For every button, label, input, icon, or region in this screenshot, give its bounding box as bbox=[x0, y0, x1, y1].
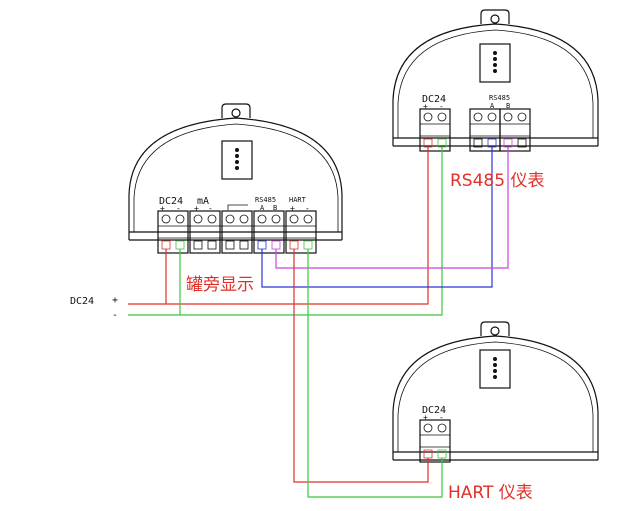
wire-hart-negative bbox=[307, 249, 443, 498]
connector-plug bbox=[479, 43, 511, 83]
terminal-spare bbox=[221, 210, 253, 254]
svg-text:+: + bbox=[194, 204, 199, 213]
connector-plug bbox=[479, 349, 511, 389]
terminal-blocks bbox=[419, 108, 531, 152]
svg-text:-: - bbox=[208, 204, 213, 213]
tank-display-label: 罐旁显示 bbox=[186, 275, 254, 295]
rs485-meter-label: RS485 仪表 bbox=[450, 171, 544, 191]
mounting-hole bbox=[231, 108, 241, 118]
label-a: A bbox=[490, 102, 495, 110]
wire-rs485-a bbox=[261, 147, 493, 288]
label-dc24: DC24 bbox=[422, 405, 446, 416]
label-dc24: DC24 bbox=[422, 94, 446, 105]
terminal-hart bbox=[285, 210, 317, 254]
hart-meter-label: HART 仪表 bbox=[448, 483, 533, 503]
power-plus: + bbox=[112, 295, 118, 306]
tank-display-terminal-labels: DC24 mA RS485 HART + - + - A B + - bbox=[159, 196, 310, 213]
svg-text:-: - bbox=[439, 102, 444, 111]
svg-text:-: - bbox=[439, 413, 444, 422]
mounting-tab bbox=[221, 103, 251, 118]
svg-text:+: + bbox=[423, 413, 428, 422]
label-rs485: RS485 bbox=[255, 196, 276, 204]
wire-power-positive-rs485 bbox=[166, 147, 429, 305]
housing-dome bbox=[128, 117, 343, 232]
hart-meter-terminal-labels: DC24 + - bbox=[422, 405, 446, 422]
label-ma: mA bbox=[197, 196, 209, 207]
rs485-meter-terminal-labels: DC24 + - RS485 A B bbox=[422, 94, 510, 111]
svg-text:-: - bbox=[176, 204, 181, 213]
label-hart: HART bbox=[289, 196, 307, 204]
wire-power-negative-tank bbox=[128, 249, 181, 316]
svg-text:-: - bbox=[305, 204, 310, 213]
wires bbox=[128, 147, 509, 498]
wire-power-positive-tank bbox=[128, 249, 167, 305]
label-b: B bbox=[506, 102, 510, 110]
housing-dome bbox=[392, 335, 599, 452]
terminal-ma bbox=[189, 210, 221, 254]
terminal-dc24 bbox=[419, 108, 451, 152]
wire-power-negative-rs485 bbox=[180, 147, 443, 316]
label-b: B bbox=[273, 204, 277, 212]
terminal-rs485-b bbox=[499, 108, 531, 152]
terminal-rs485 bbox=[253, 210, 285, 254]
terminal-dc24 bbox=[157, 210, 189, 254]
housing-inner-rim bbox=[133, 123, 339, 232]
hart-meter-device bbox=[392, 321, 599, 463]
tank-display-device bbox=[128, 103, 343, 254]
svg-text:+: + bbox=[423, 102, 428, 111]
terminal-blocks bbox=[419, 419, 451, 463]
label-a: A bbox=[260, 204, 265, 212]
svg-text:+: + bbox=[160, 204, 165, 213]
wire-hart-positive bbox=[293, 249, 429, 483]
power-supply: DC24 + - bbox=[70, 295, 118, 321]
mounting-tab bbox=[480, 321, 510, 336]
label-rs485: RS485 bbox=[489, 94, 510, 102]
label-dc24: DC24 bbox=[159, 196, 183, 207]
mounting-tab bbox=[480, 9, 510, 24]
terminal-dc24 bbox=[419, 419, 451, 463]
rs485-meter-device bbox=[392, 9, 599, 152]
power-supply-label: DC24 bbox=[70, 296, 94, 307]
wire-rs485-b bbox=[275, 147, 509, 269]
connector-plug bbox=[221, 140, 253, 180]
svg-text:+: + bbox=[290, 204, 295, 213]
housing-dome bbox=[392, 23, 599, 138]
power-minus: - bbox=[112, 310, 118, 321]
